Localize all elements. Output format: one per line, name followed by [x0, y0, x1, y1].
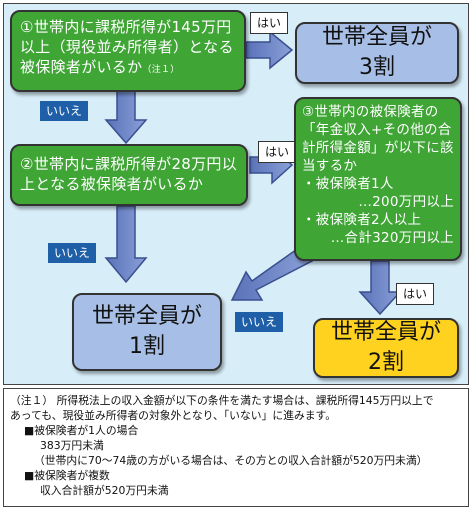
question-3-line3: 計所得金額」が以下に該	[302, 140, 454, 156]
note-line-1: （注１） 所得税法上の収入金額が以下の条件を満たす場合は、課税所得145万円以上…	[10, 394, 434, 407]
question-3-line4: 当するか	[302, 158, 358, 174]
result-1wari-box: 世帯全員が 1割	[72, 293, 222, 371]
result-3wari-line1: 世帯全員が	[321, 25, 432, 50]
result-2wari-box: 世帯全員が 2割	[313, 318, 459, 378]
question-3-line1: ③世帯内の被保険者の	[302, 104, 439, 120]
condition-single: ・被保険者1人	[302, 176, 394, 192]
question-1-text: ①世帯内に課税所得が145万円以上（現役並み所得者）となる被保険者がいるか	[20, 18, 234, 76]
condition-multiple: ・被保険者2人以上	[302, 212, 422, 228]
label-no-1: いいえ	[40, 101, 89, 121]
condition-single-amount: …200万円以上	[358, 194, 454, 210]
note-line-7: 収入合計額が520万円未満	[40, 484, 169, 497]
note-line-2: あっても、現役並み所得者の対象外となり、「いない」に進みます。	[10, 409, 337, 422]
arrow-yes-3	[358, 260, 402, 316]
result-2wari-line2: 2割	[368, 350, 404, 375]
note-line-4: 383万円未満	[40, 439, 104, 452]
question-2-box: ②世帯内に課税所得が28万円以上となる被保険者がいるか	[10, 144, 248, 206]
question-3-box: ③世帯内の被保険者の 「年金収入+その他の合 計所得金額」が以下に該 当するか …	[294, 97, 462, 261]
arrow-no-1	[104, 90, 148, 145]
result-3wari-line2: 3割	[359, 55, 395, 80]
note-reference: （注１）	[142, 65, 180, 75]
result-2wari-line1: 世帯全員が	[330, 320, 441, 345]
arrow-no-2	[104, 205, 148, 284]
question-3-line2: 「年金収入+その他の合	[302, 122, 452, 138]
result-1wari-line1: 世帯全員が	[91, 304, 202, 329]
note-line-5: （世帯内に70～74歳の方がいる場合は、その方との収入合計額が520万円未満）	[34, 454, 428, 467]
label-no-2: いいえ	[48, 243, 97, 263]
result-1wari-line2: 1割	[129, 334, 165, 359]
note-line-3: ■被保険者が1人の場合	[24, 424, 139, 437]
arrow-yes-1	[245, 30, 294, 70]
result-3wari-box: 世帯全員が 3割	[295, 22, 459, 84]
label-no-3: いいえ	[235, 312, 284, 332]
question-1-box: ①世帯内に課税所得が145万円以上（現役並み所得者）となる被保険者がいるか（注１…	[10, 10, 246, 92]
condition-multiple-amount: …合計320万円以上	[330, 230, 454, 246]
label-yes-2: はい	[258, 141, 297, 163]
note-line-6: ■被保険者が複数	[24, 469, 110, 482]
question-2-text: ②世帯内に課税所得が28万円以上となる被保険者がいるか	[20, 155, 238, 193]
label-yes-3: はい	[396, 283, 435, 305]
label-yes-1: はい	[250, 12, 289, 34]
footnote: （注１） 所得税法上の収入金額が以下の条件を満たす場合は、課税所得145万円以上…	[3, 388, 469, 507]
arrow-no-3	[230, 245, 314, 301]
